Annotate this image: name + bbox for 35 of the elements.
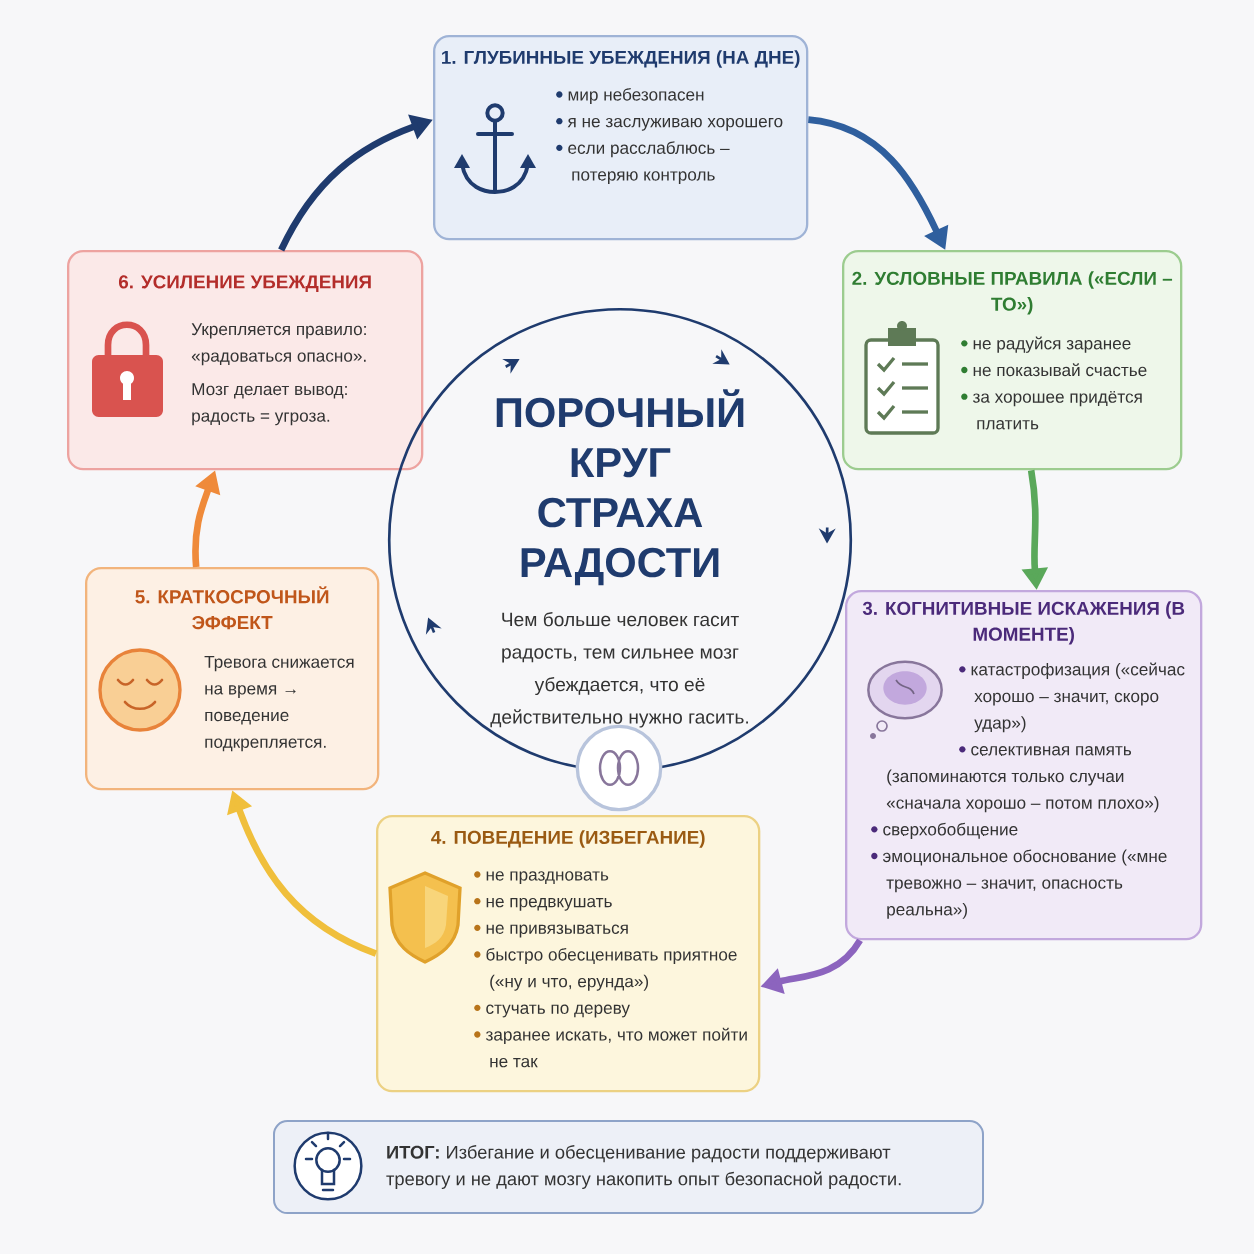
bullet-item: сверхобобщение [871, 822, 1018, 839]
bullet-item: не привязываться [474, 924, 628, 938]
bullet-item: за хорошее придётся платить [961, 390, 1142, 430]
box-title: 6. УСИЛЕНИЕ УБЕЖДЕНИЯ [119, 275, 371, 293]
circle-title: ПОРОЧНЫЙ КРУГ СТРАХА РАДОСТИ [496, 389, 744, 586]
bullet-item: эмоциональное обоснование («мне тревожно – значит, опасность реальна») [871, 849, 1167, 919]
process-box [376, 815, 761, 1093]
process-box [433, 35, 809, 241]
box-text: Тревога снижается на время → поведение подкрепляется. [204, 655, 354, 752]
bullet-item: не праздновать [474, 871, 609, 885]
summary-box [273, 1120, 984, 1214]
bullet-item: не предвкушать [474, 897, 612, 911]
bullet-item: мир небезопасен [556, 87, 704, 105]
process-box [85, 567, 380, 791]
box-title: 2. УСЛОВНЫЕ ПРАВИЛА («ЕСЛИ – ТО») [852, 271, 1173, 315]
box-title: 3. КОГНИТИВНЫЕ ИСКАЖЕНИЯ (В МОМЕНТЕ) [862, 601, 1185, 645]
box-title: 1. ГЛУБИННЫЕ УБЕЖДЕНИЯ (НА ДНЕ) [442, 50, 800, 68]
bullet-item: селективная память (запоминаются только случаи «сначала хорошо – потом плохо») [886, 746, 1159, 813]
process-box [842, 250, 1183, 471]
process-box [845, 590, 1203, 941]
bullet-item: стучать по дереву [474, 1004, 630, 1018]
box-title: 5. КРАТКОСРОЧНЫЙ ЭФФЕКТ [135, 586, 329, 630]
summary-text: ИТОГ: Избегание и обесценивание радости поддерживают тревогу и не дают мозгу накопить опыт безопасной радости. [386, 1145, 901, 1189]
box-title: 4. ПОВЕДЕНИЕ (ИЗБЕГАНИЕ) [431, 830, 705, 848]
box-text: Укрепляется правило: «радоваться опасно». [191, 323, 366, 366]
bullet-item: если расслаблюсь – потеряю контроль [556, 141, 730, 185]
bullet-item: я не заслуживаю хорошего [556, 117, 783, 131]
bullet-item: заранее искать, что может пойти не так [474, 1027, 747, 1068]
bullet-item: катастрофизация («сейчас хорошо – значит, скоро удар») [959, 662, 1185, 733]
bullet-item: быстро обесценивать приятное («ну и что, ерунда») [474, 947, 737, 991]
process-box [67, 250, 424, 471]
bullet-item: не радуйся заранее [961, 336, 1131, 353]
box-text: Мозг делает вывод: радость = угроза. [192, 383, 347, 426]
bullet-item: не показывай счастье [961, 363, 1147, 377]
circle-text: Чем больше человек гасит радость, тем сильнее мозг убеждается, что её действительно нужно гасить. [490, 612, 748, 728]
